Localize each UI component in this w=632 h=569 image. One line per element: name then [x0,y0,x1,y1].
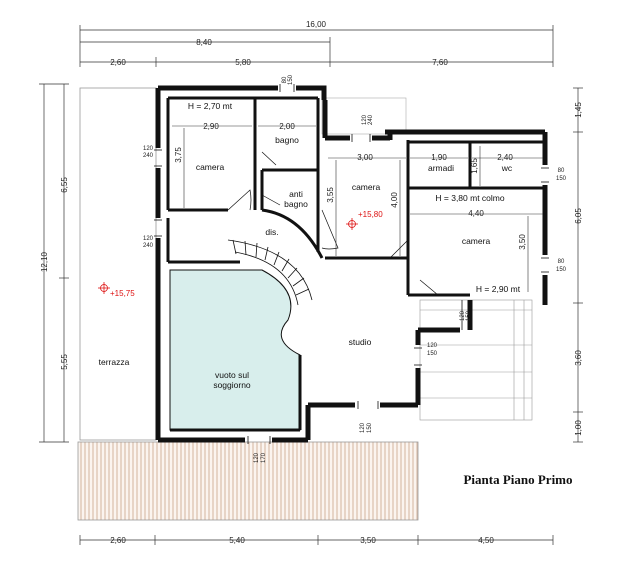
top-dimensions [79,25,554,67]
bottom-dimensions [79,535,554,545]
dim-right-d: 1,00 [574,420,583,436]
opening-left-1a: 120 [143,146,154,152]
terrazza-level-marker [98,282,110,294]
opening-top-2: 150 [288,74,294,85]
window-markers [154,84,549,444]
opening-left-1b: 240 [143,153,154,159]
right-dimensions [573,87,583,443]
terrace-area [79,87,157,441]
terrazza-level: +15,75 [110,289,135,298]
camera-1-depth: 3,75 [174,147,183,163]
dim-left-total: 12,10 [40,251,49,272]
opening-cam2-b: 240 [368,114,374,125]
roof-outline [321,97,407,135]
armadi-width: 1,90 [431,153,447,162]
dim-right-c: 3,60 [574,350,583,366]
balcony-slats [420,300,532,420]
dim-top-mid: 8,40 [196,38,212,47]
dim-left-lower: 5,55 [60,354,69,370]
opening-cam2-a: 120 [362,114,368,125]
opening-balcony-b: 150 [466,310,472,321]
camera-1-label: camera [196,162,225,172]
terrazza-label: terrazza [99,357,130,367]
curved-wall [261,208,324,259]
opening-left-2a: 120 [143,236,154,242]
terrace-hatched-floor [77,441,419,521]
opening-wc-a: 80 [558,168,565,174]
camera-3-label: camera [462,236,491,246]
plan-title: Pianta Piano Primo [463,472,572,487]
camera-3-width: 4,40 [468,209,484,218]
camera-3-depth: 3,50 [518,234,527,250]
antibagno-label-2: bagno [284,199,308,209]
left-dimensions [39,83,69,443]
walls [155,85,548,443]
opening-studio-b: 150 [427,351,438,357]
wc-label: wc [501,163,513,173]
opening-studio-a: 120 [427,343,438,349]
spiral-stair [227,239,313,306]
dim-top-b: 5,80 [235,58,251,67]
camera-2-depth-2: 4,00 [390,192,399,208]
bagno-label: bagno [275,135,299,145]
bagno-width: 2,00 [279,122,295,131]
camera-2-level-marker [346,218,358,230]
camera-3-height-2: H = 2,90 mt [476,284,521,294]
camera-1-width: 2,90 [203,122,219,131]
dim-left-upper: 6,55 [60,177,69,193]
opening-cam3-b: 150 [556,267,567,273]
studio-label: studio [349,337,372,347]
room-dimension-lines [172,125,543,292]
dim-right-a: 1,45 [574,102,583,118]
dim-right-b: 6,05 [574,208,583,224]
wc-width: 2,40 [497,153,513,162]
camera-2-label: camera [352,182,381,192]
armadi-label: armadi [428,163,454,173]
interior-walls [166,96,545,432]
opening-south-b: 150 [367,422,373,433]
opening-wc-b: 150 [556,176,567,182]
dim-top-c: 7,60 [432,58,448,67]
dim-top-a: 2,60 [110,58,126,67]
opening-top-1: 80 [282,76,288,83]
dim-bottom-b: 5,40 [229,536,245,545]
camera-1-height: H = 2,70 mt [188,101,233,111]
camera-2-level: +15,80 [358,210,383,219]
dim-bottom-a: 2,60 [110,536,126,545]
opening-south-a: 120 [360,422,366,433]
dim-top-total: 16,00 [306,20,327,29]
opening-left-2b: 240 [143,243,154,249]
opening-balcony-a: 120 [460,310,466,321]
void-area [169,269,301,431]
antibagno-label-1: anti [289,189,303,199]
camera-3-height: H = 3,80 mt colmo [435,193,504,203]
vuoto-label-2: soggiorno [213,380,251,390]
camera-2-width: 3,00 [357,153,373,162]
camera-2-depth-1: 3,55 [326,187,335,203]
opening-vuoto-b: 170 [261,452,267,463]
dim-bottom-c: 3,50 [360,536,376,545]
opening-cam3-a: 80 [558,259,565,265]
armadi-height: 1,65 [470,158,479,174]
dis-label: dis. [265,227,278,237]
door-swings [227,151,439,296]
opening-vuoto-a: 120 [254,452,260,463]
dim-bottom-d: 4,50 [478,536,494,545]
balcony-railing [419,299,533,421]
vuoto-label-1: vuoto sul [215,370,249,380]
